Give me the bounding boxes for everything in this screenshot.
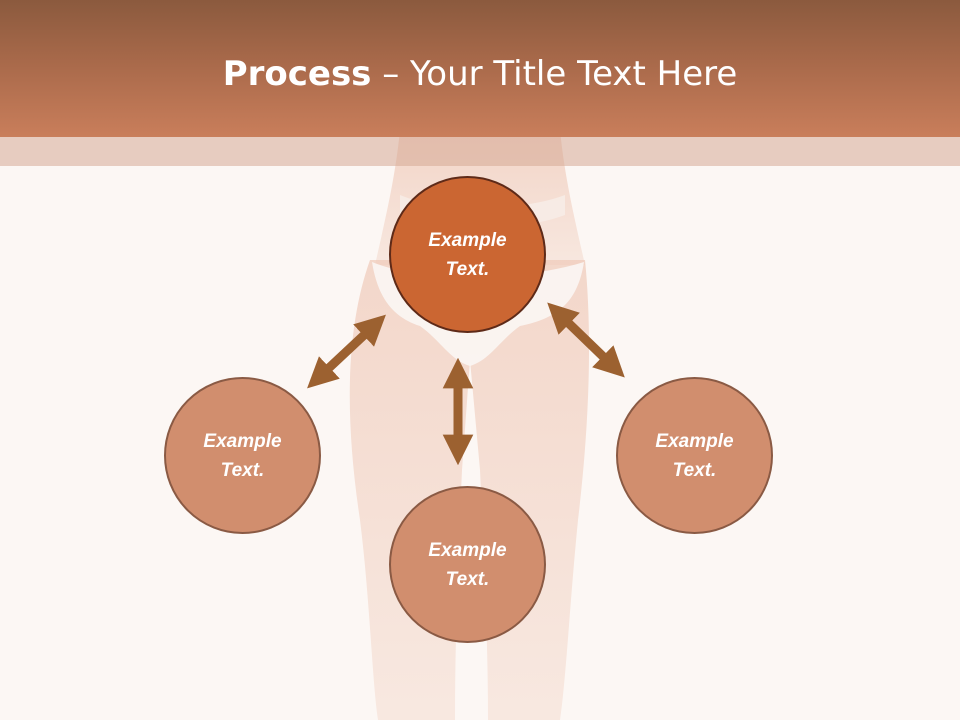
page-title: Process – Your Title Text Here	[0, 48, 960, 100]
process-node-right: Example Text.	[616, 377, 773, 534]
node-top-line2: Text.	[445, 258, 490, 280]
title-rest: – Your Title Text Here	[371, 54, 738, 94]
process-node-bottom: Example Text.	[389, 486, 546, 643]
node-left-line2: Text.	[220, 459, 265, 481]
node-right-line1: Example	[655, 430, 734, 452]
arrow-top-left	[307, 314, 386, 389]
process-node-left: Example Text.	[164, 377, 321, 534]
node-right-line2: Text.	[672, 459, 717, 481]
node-left-line1: Example	[203, 430, 282, 452]
title-bar	[0, 0, 960, 137]
process-node-top: Example Text.	[389, 176, 546, 333]
title-bold: Process	[222, 54, 372, 94]
title-band	[0, 137, 960, 166]
node-bottom-line1: Example	[428, 539, 507, 561]
node-bottom-line2: Text.	[445, 568, 490, 590]
arrow-top-right	[547, 302, 625, 378]
node-top-line1: Example	[428, 229, 507, 251]
